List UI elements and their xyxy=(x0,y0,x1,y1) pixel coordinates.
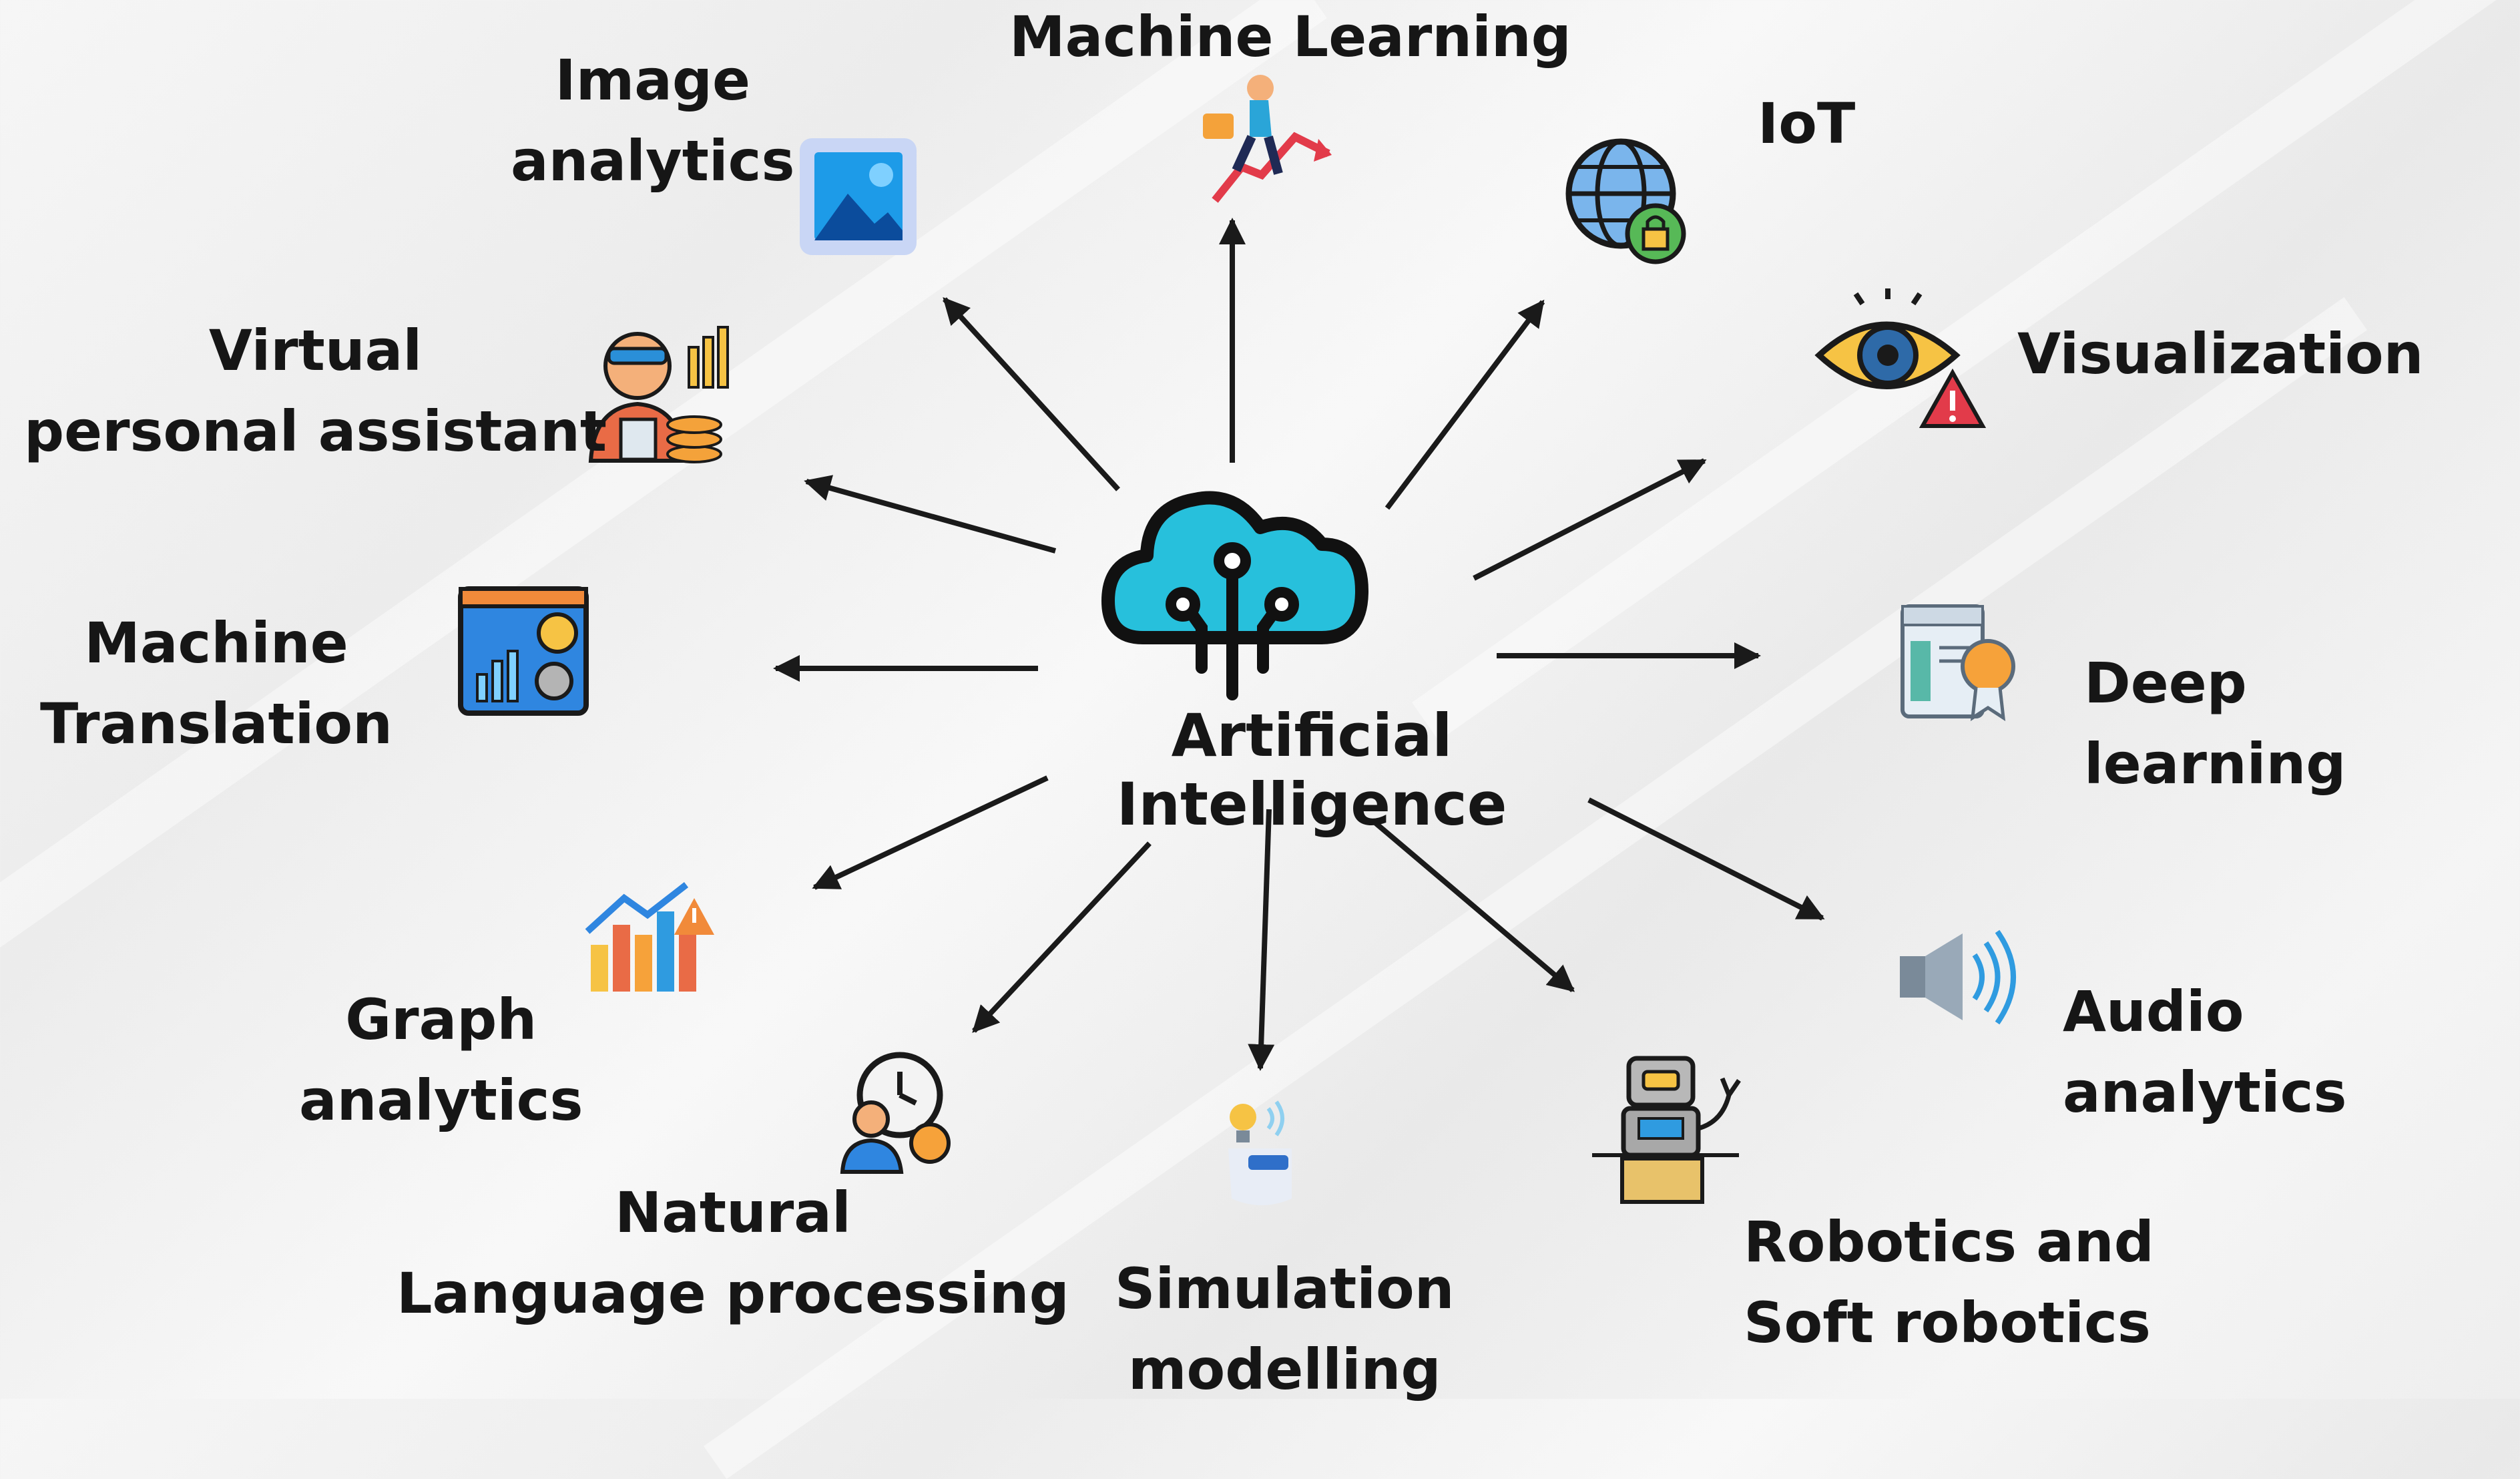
ai-cloud-circuit-icon xyxy=(1101,491,1368,700)
robot-icon xyxy=(1592,1056,1741,1204)
node-label-audio-analytics: Audio analytics xyxy=(2063,979,2347,1125)
diagram-canvas xyxy=(458,75,2016,1205)
node-label-deep-learning: Deep learning xyxy=(2084,650,2346,797)
globe-lock-icon xyxy=(1565,138,1686,264)
person-clock-gear-icon xyxy=(840,1052,951,1174)
speaker-icon xyxy=(1900,929,2016,1025)
node-label-machine-learning: Machine Learning xyxy=(1009,4,1571,69)
node-label-iot: IoT xyxy=(1758,91,1856,156)
bar-chart-warning-icon xyxy=(585,882,714,992)
eye-warning-icon xyxy=(1814,288,1987,428)
node-label-natural-language-processing: Natural Language processing xyxy=(397,1180,1069,1326)
node-label-graph-analytics: Graph analytics xyxy=(299,987,583,1133)
arrow-to-virtual-personal-assistant xyxy=(804,475,1057,554)
arrow-to-iot xyxy=(1384,299,1545,510)
arrow-to-audio-analytics xyxy=(1587,797,1825,921)
assistant-person-icon xyxy=(588,326,729,463)
image-gallery-icon xyxy=(800,138,917,255)
arrow-to-graph-analytics xyxy=(812,775,1049,890)
node-label-machine-translation: Machine Translation xyxy=(40,610,393,757)
connector-arrows xyxy=(773,218,1825,1071)
node-label-robotics-soft-robotics: Robotics and Soft robotics xyxy=(1744,1209,2154,1355)
certificate-document-icon xyxy=(1901,604,2015,721)
node-label-image-analytics: Image analytics xyxy=(511,47,795,194)
arrow-to-simulation-modelling xyxy=(1248,809,1275,1071)
arrow-to-visualization xyxy=(1473,458,1707,581)
arrow-to-image-analytics xyxy=(943,297,1120,491)
climbing-success-icon xyxy=(1203,75,1332,203)
center-title: Artificial Intelligence xyxy=(1116,701,1507,839)
node-label-simulation-modelling: Simulation modelling xyxy=(1115,1256,1455,1402)
dashboard-analytics-icon xyxy=(458,586,589,716)
node-label-visualization: Visualization xyxy=(2017,321,2424,387)
node-label-virtual-personal-assistant: Virtual personal assistant xyxy=(24,318,607,464)
arrow-to-natural-language-processing xyxy=(972,841,1152,1033)
idea-hand-icon xyxy=(1228,1100,1292,1205)
arrow-to-robotics-soft-robotics xyxy=(1374,821,1575,993)
